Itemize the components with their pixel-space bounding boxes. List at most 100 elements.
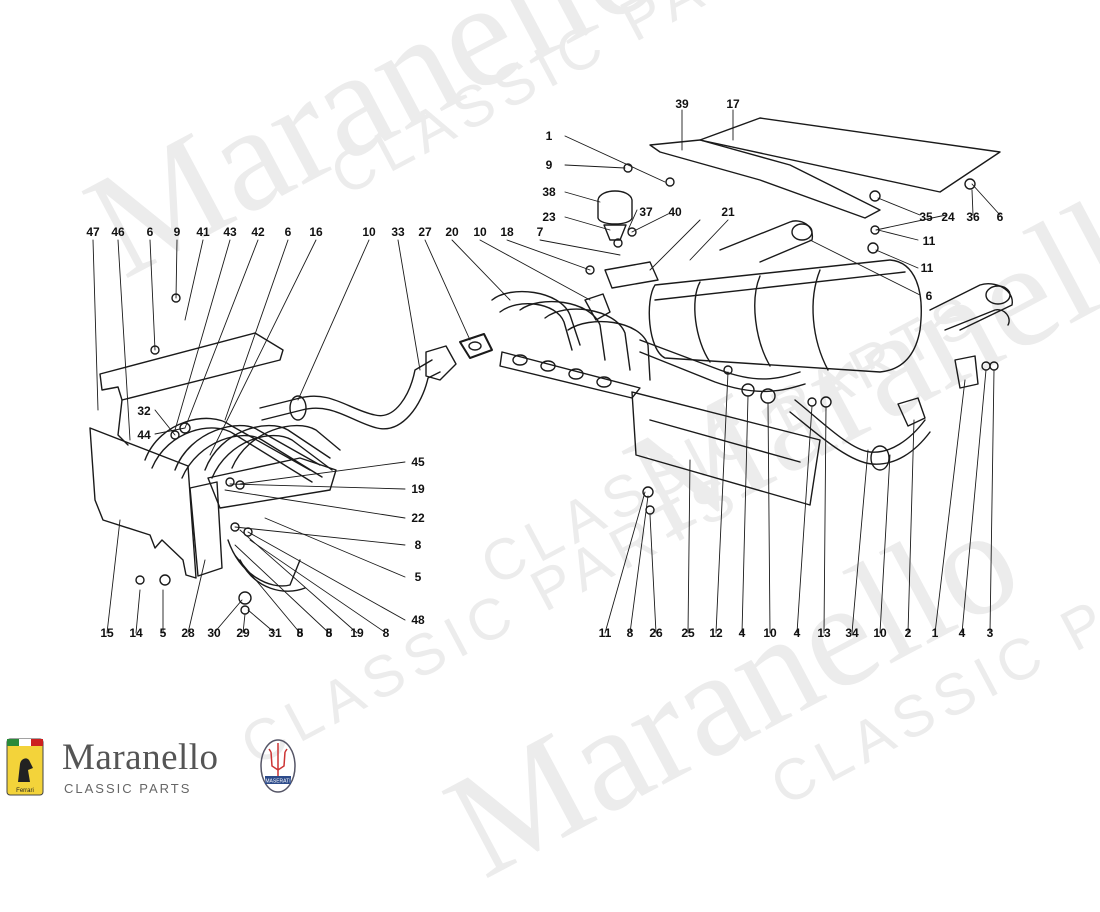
callout-label: 5 [159,626,167,640]
callout-label: 32 [137,404,151,418]
callout-label: 4 [738,626,746,640]
brand-block: Ferrari Maranello CLASSIC PARTS MASERATI [4,734,304,800]
callout-label: 38 [542,185,556,199]
ferrari-shield-icon: Ferrari [6,738,44,796]
flange-10 [584,293,611,321]
callout-label: 13 [817,626,831,640]
brand-name: Maranello [62,737,219,778]
callout-label: 8 [626,626,634,640]
callout-label: 6 [925,289,933,303]
callout-label: 9 [545,158,553,172]
callout-label: 23 [542,210,556,224]
svg-text:Ferrari: Ferrari [16,788,34,794]
callout-label: 7 [536,225,544,239]
callout-label: 33 [391,225,405,239]
callout-label: 19 [411,482,425,496]
callout-label: 11 [598,626,612,640]
callout-label: 6 [996,210,1004,224]
callout-label: 16 [309,225,323,239]
manifold-left-tube-1 [144,417,311,471]
parts-diagram: Maranello CLASSIC PARTS Maranello CLASSI… [4,0,1100,909]
callout-label: 12 [709,626,723,640]
callout-label: 8 [296,626,304,640]
flange-2 [897,397,926,427]
callout-label: 1 [545,129,553,143]
callout-label: 20 [445,225,459,239]
callout-label: 34 [845,626,859,640]
callout-label: 26 [649,626,663,640]
callout-label: 5 [414,570,422,584]
callout-label: 6 [284,225,292,239]
callout-label: 35 [919,210,933,224]
callout-label: 8 [325,626,333,640]
tailpipe-right [929,283,1013,331]
callout-label: 36 [966,210,980,224]
pipe-clamp-left [289,395,307,421]
muffler-main [648,259,922,373]
svg-text:MASERATI: MASERATI [265,779,290,785]
callout-label: 37 [639,205,653,219]
callout-label: 44 [137,428,151,442]
callout-label: 11 [920,261,934,275]
callout-label: 4 [793,626,801,640]
callout-label: 10 [873,626,887,640]
callout-label: 28 [181,626,195,640]
callout-label: 40 [668,205,682,219]
brand-subtitle: CLASSIC PARTS [64,781,192,796]
callout-label: 3 [986,626,994,640]
callout-label: 27 [418,225,432,239]
bracket-21 [604,261,659,289]
manifold-right-flange [499,351,641,399]
manifold-left-tube-2 [174,424,321,471]
heat-shield-top [699,117,1001,193]
callout-label: 46 [111,225,125,239]
manifold-right-tubes [491,290,581,346]
callout-label: 17 [726,97,740,111]
callout-label: 9 [173,225,181,239]
support-bracket [649,139,881,219]
heat-shield-lower [631,391,821,506]
front-pipe-left [259,359,433,417]
catalyst-pipe [639,339,801,380]
manifold-left-tube-4 [231,424,341,469]
callout-label: 42 [251,225,265,239]
callout-label: 10 [362,225,376,239]
callout-label: 22 [411,511,425,525]
tailpipe-upper [719,220,814,263]
callout-label: 4 [958,626,966,640]
callout-label: 6 [146,225,154,239]
gasket-27 [459,333,493,359]
callout-label: 2 [904,626,912,640]
heat-shield-left [89,427,197,579]
callout-label: 11 [922,234,936,248]
callout-label: 39 [675,97,689,111]
flange-33 [425,345,457,381]
callout-label: 5 [296,626,304,640]
callout-label: 8 [414,538,422,552]
callout-label: 47 [86,225,100,239]
callout-label: 24 [941,210,955,224]
callout-label: 21 [721,205,735,219]
callout-label: 5 [325,626,333,640]
callout-label: 10 [763,626,777,640]
exhaust-system-drawing [89,109,1013,634]
callout-label: 14 [129,626,143,640]
callout-label: 19 [350,626,364,640]
pipe-clamp-right [870,445,890,471]
callout-label: 1 [931,626,939,640]
callout-label: 30 [207,626,221,640]
hanger-bracket [954,355,979,389]
maserati-trident-icon: MASERATI [260,739,296,793]
callout-label: 18 [500,225,514,239]
callout-label: 29 [236,626,250,640]
cross-shield-left [99,332,284,401]
rubber-mount [597,190,633,225]
callout-label: 41 [196,225,210,239]
callout-label: 15 [100,626,114,640]
callout-label: 10 [473,225,487,239]
callout-label: 8 [382,626,390,640]
mounting-plate-left [189,481,223,577]
manifold-left-tube-3 [204,424,331,471]
callout-label: 43 [223,225,237,239]
manifold-left-flange [207,457,337,509]
